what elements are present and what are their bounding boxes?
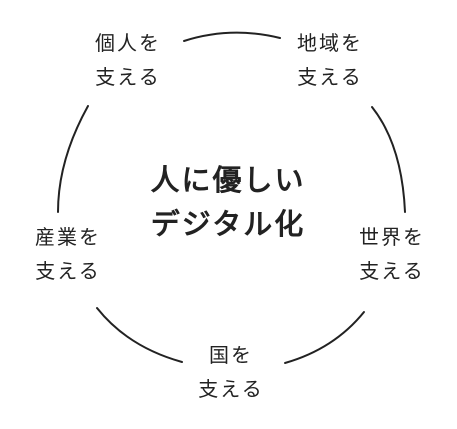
arc-nation-industry [96,307,183,363]
node-world: 世界を 支える [332,220,452,288]
node-nation-line1: 国を [209,343,253,367]
node-nation-line2: 支える [198,377,264,401]
center-title-line1: 人に優しい [150,163,306,197]
node-industry-line1: 産業を [35,225,101,249]
node-region: 地域を 支える [270,26,390,94]
node-region-line2: 支える [297,65,363,89]
center-title-line2: デジタル化 [150,207,306,241]
node-region-line1: 地域を [297,31,363,55]
arc-industry-individual [57,105,89,213]
node-world-line1: 世界を [359,225,425,249]
arc-region-world [371,106,406,213]
node-individual-line2: 支える [95,65,161,89]
node-industry: 産業を 支える [8,220,128,288]
node-nation: 国を 支える [171,338,291,406]
node-individual: 個人を 支える [68,26,188,94]
node-industry-line2: 支える [35,259,101,283]
node-world-line2: 支える [359,259,425,283]
arc-individual-region [183,31,281,42]
arc-world-nation [284,311,365,364]
node-individual-line1: 個人を [95,31,161,55]
center-title: 人に優しい デジタル化 [128,158,328,246]
